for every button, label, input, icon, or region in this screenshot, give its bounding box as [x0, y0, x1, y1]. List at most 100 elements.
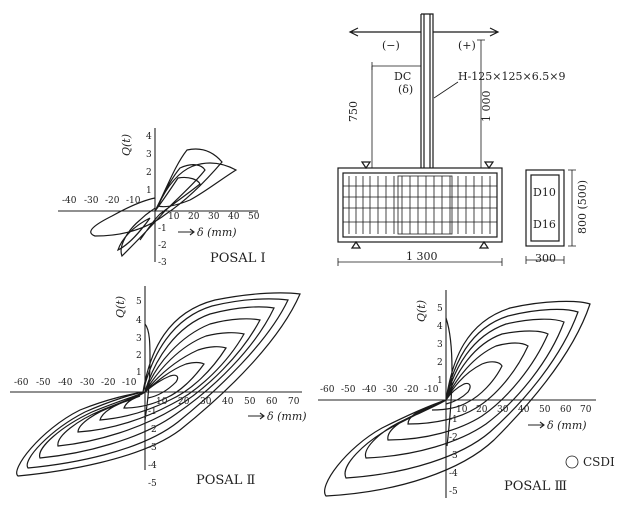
p2-xtick-60: 60	[266, 397, 278, 407]
p1-xtick-20: 20	[188, 212, 200, 222]
p2-ytick-1: 1	[136, 368, 142, 378]
p3-ylabel: Q(t)	[415, 300, 428, 322]
watermark: CSDI	[565, 455, 615, 469]
p1-x-pos-ticks: 10 20 30 40 50	[168, 212, 260, 222]
p1-ytick-2: 2	[146, 168, 152, 178]
dir-negative-label: (−)	[382, 39, 400, 52]
dim-1300-line	[337, 258, 503, 266]
p1-loops	[90, 148, 238, 258]
p2-xlabel-arrow	[248, 412, 265, 420]
p2-ytick-5: 5	[136, 297, 142, 307]
dim-750-line	[368, 66, 376, 169]
watermark-logo-icon	[565, 455, 579, 469]
specimen-drawing: (−) (+) DC (δ) H-125×125×6.5×9 750 1 000…	[337, 13, 589, 266]
p1-ytick-neg-1: -1	[158, 224, 167, 234]
p3-xtick-50: 50	[539, 405, 551, 415]
gauge-sub: (δ)	[398, 83, 413, 96]
dir-positive-label: (+)	[458, 39, 476, 52]
p3-ytick-neg-5: -5	[449, 487, 458, 497]
p3-xtick-70: 70	[580, 405, 592, 415]
p2-x-pos-ticks: 10 20 30 40 50 60 70	[156, 397, 300, 407]
p1-xtick-neg-20: -20	[105, 196, 120, 206]
p1-xtick-10: 10	[168, 212, 180, 222]
p2-ylabel: Q(t)	[114, 296, 127, 318]
p1-ytick-neg-2: -2	[158, 241, 167, 251]
p3-ytick-neg-1: -1	[449, 415, 458, 425]
p3-loops	[324, 300, 591, 497]
p1-ytick-4: 4	[146, 132, 152, 142]
p2-xtick-neg-50: -50	[36, 378, 51, 388]
gauge-line	[371, 62, 421, 70]
p3-x-pos-ticks: 10 20 30 40 50 60 70	[456, 405, 592, 415]
rebar-d16-label: D16	[533, 218, 556, 231]
p1-xtick-neg-40: -40	[62, 196, 77, 206]
p1-ytick-3: 3	[146, 150, 152, 160]
dim-750: 750	[347, 101, 360, 122]
p2-xtick-neg-40: -40	[58, 378, 73, 388]
p3-xtick-neg-50: -50	[341, 385, 356, 395]
p2-xtick-30: 30	[200, 397, 212, 407]
footing-inner	[342, 172, 498, 238]
p3-ytick-3: 3	[437, 340, 443, 350]
panel-posal-1: -40 -30 -20 -10 10 20 30 40 50 1 2 3 4 -…	[58, 128, 266, 268]
dim-800-line	[568, 169, 576, 247]
p1-y-neg-ticks: -1 -2 -3	[158, 224, 167, 268]
p3-ytick-5: 5	[437, 304, 443, 314]
p3-xtick-neg-30: -30	[383, 385, 398, 395]
p2-ytick-neg-3: -3	[148, 443, 157, 453]
p2-loops	[16, 292, 301, 477]
panel-posal-3: -60 -50 -40 -30 -20 -10 10 20 30 40 50 6…	[318, 290, 596, 498]
panel-1-plot: -40 -30 -20 -10 10 20 30 40 50 1 2 3 4 -…	[58, 128, 266, 268]
dim-300: 300	[535, 252, 556, 265]
dim-1000: 1 000	[480, 91, 493, 123]
load-arrow-positive	[433, 27, 500, 37]
p3-ytick-1: 1	[437, 376, 443, 386]
p1-xlabel: δ (mm)	[197, 226, 237, 239]
panel-posal-2: -60 -50 -40 -30 -20 -10 10 20 30 40 50 6…	[10, 286, 307, 489]
p2-xtick-neg-30: -30	[80, 378, 95, 388]
support-marks	[350, 161, 495, 249]
p3-xlabel-arrow	[528, 421, 545, 429]
column-label: H-125×125×6.5×9	[458, 70, 565, 83]
p1-xlabel-arrow	[178, 228, 195, 236]
p3-xtick-30: 30	[497, 405, 509, 415]
p2-xtick-40: 40	[222, 397, 234, 407]
p2-ytick-neg-2: -2	[148, 425, 157, 435]
p2-xtick-neg-10: -10	[122, 378, 137, 388]
p2-y-neg-ticks: -1 -2 -3 -4 -5	[148, 407, 157, 489]
dim-1000-line	[477, 39, 485, 168]
p1-title: POSAL Ⅰ	[210, 251, 266, 266]
p3-xtick-neg-20: -20	[404, 385, 419, 395]
p3-x-neg-ticks: -60 -50 -40 -30 -20 -10	[320, 385, 439, 395]
steel-column	[420, 13, 434, 168]
section-inner	[530, 174, 560, 242]
p3-xtick-neg-40: -40	[362, 385, 377, 395]
gauge-label: DC	[394, 70, 411, 83]
footing-rebar	[343, 175, 497, 235]
p1-y-pos-ticks: 1 2 3 4	[146, 132, 152, 196]
p3-xtick-neg-10: -10	[424, 385, 439, 395]
p3-xtick-10: 10	[456, 405, 468, 415]
footing-outline	[337, 167, 503, 243]
p2-ytick-2: 2	[136, 351, 142, 361]
p3-xlabel: δ (mm)	[547, 419, 587, 432]
p1-xtick-40: 40	[228, 212, 240, 222]
p1-xtick-neg-10: -10	[126, 196, 141, 206]
p3-xtick-60: 60	[560, 405, 572, 415]
p1-ytick-neg-3: -3	[158, 258, 167, 268]
p3-title: POSAL Ⅲ	[504, 479, 567, 494]
p2-ytick-3: 3	[136, 334, 142, 344]
p2-ytick-neg-4: -4	[148, 461, 157, 471]
p3-ytick-neg-3: -3	[449, 451, 458, 461]
section-outline	[525, 169, 565, 247]
p2-x-neg-ticks: -60 -50 -40 -30 -20 -10	[14, 378, 137, 388]
watermark-text: CSDI	[583, 455, 615, 469]
rebar-d10-label: D10	[533, 186, 556, 199]
p3-ytick-2: 2	[437, 358, 443, 368]
p2-xtick-50: 50	[244, 397, 256, 407]
p2-xlabel: δ (mm)	[267, 410, 307, 423]
p1-ylabel: Q(t)	[120, 134, 133, 156]
p1-xtick-50: 50	[248, 212, 260, 222]
p3-ytick-neg-2: -2	[449, 433, 458, 443]
